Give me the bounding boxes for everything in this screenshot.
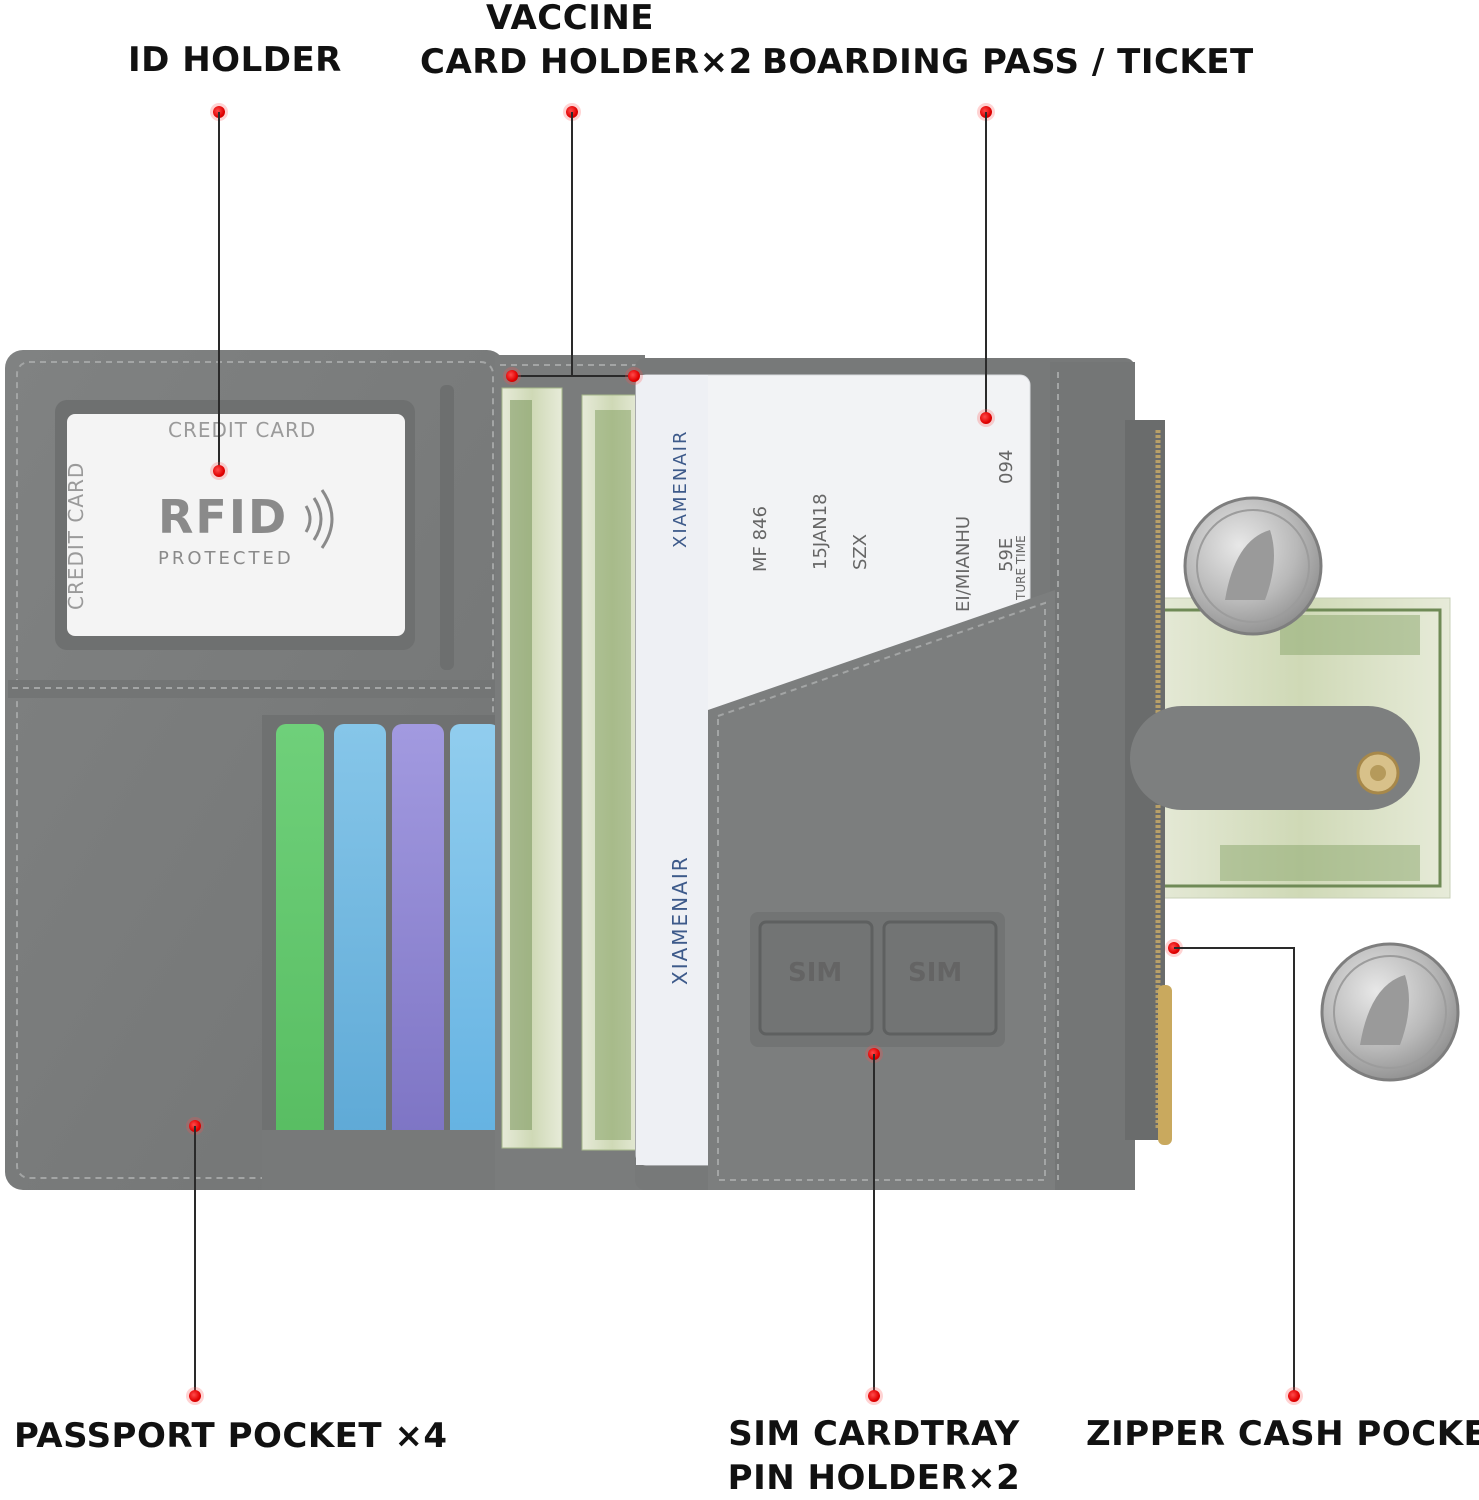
card-cyan — [334, 724, 386, 1144]
id-card-side-text: CREDIT CARD — [64, 461, 88, 610]
callout-dot-id — [213, 465, 225, 477]
coin-bottom — [1320, 942, 1460, 1082]
rfid-wave-icon — [304, 489, 334, 549]
boarding-pass-dest: SZX — [850, 533, 871, 570]
card-purple — [392, 724, 444, 1144]
callout-line-zipper — [1293, 947, 1295, 1397]
boarding-pass-time-label: TURE TIME — [1014, 535, 1028, 600]
callout-dot-zipper-bottom — [1288, 1390, 1300, 1402]
callout-line-sim — [873, 1054, 875, 1396]
callout-vaccine-line2: CARD HOLDER×2 — [420, 42, 753, 82]
callout-dot-vaccine-right — [628, 370, 640, 382]
front-pocket — [708, 590, 1055, 1190]
callout-dot-vaccine-left — [506, 370, 518, 382]
callout-line-id — [218, 112, 220, 470]
boarding-pass-gate: 094 — [996, 449, 1017, 484]
card-blue — [450, 724, 500, 1144]
callout-line-boarding — [985, 112, 987, 417]
boarding-pass-airline: XIAMENAIR — [670, 429, 691, 548]
callout-boarding-pass: BOARDING PASS / TICKET — [762, 42, 1254, 82]
sim-slot-1-label: SIM — [788, 958, 843, 988]
callout-passport-pocket: PASSPORT POCKET ×4 — [14, 1416, 448, 1456]
coin-top — [1183, 496, 1323, 636]
sim-slot-2-label: SIM — [908, 958, 963, 988]
rfid-logo-text: RFID — [158, 490, 289, 544]
callout-line-vaccine-horizontal — [512, 375, 634, 377]
callout-dot-passport-bottom — [189, 1390, 201, 1402]
boarding-pass-name: EI/MIANHU — [953, 515, 974, 612]
wallet-center-panel — [495, 355, 645, 1190]
callout-dot-sim-bottom — [868, 1390, 880, 1402]
boarding-pass-airline-lower: XIAMENAIR — [668, 855, 692, 985]
callout-id-holder: ID HOLDER — [128, 40, 342, 80]
boarding-pass-flight: MF 846 — [750, 506, 771, 572]
boarding-pass-date: 15JAN18 — [810, 493, 831, 570]
callout-zipper-cash-pocket: ZIPPER CASH POCKET — [1086, 1414, 1479, 1454]
callout-sim-line2: PIN HOLDER×2 — [727, 1458, 1021, 1498]
card-green — [276, 724, 324, 1144]
callout-dot-boarding — [980, 412, 992, 424]
callout-line-zipper-horizontal — [1174, 947, 1295, 949]
id-card-top-text: CREDIT CARD — [168, 418, 317, 442]
callout-line-vaccine — [571, 112, 573, 376]
callout-sim-line1: SIM CARDTRAY — [728, 1414, 1020, 1454]
callout-line-passport — [194, 1126, 196, 1396]
rfid-protected-text: PROTECTED — [158, 548, 294, 569]
callout-vaccine-line1: VACCINE — [485, 0, 655, 38]
